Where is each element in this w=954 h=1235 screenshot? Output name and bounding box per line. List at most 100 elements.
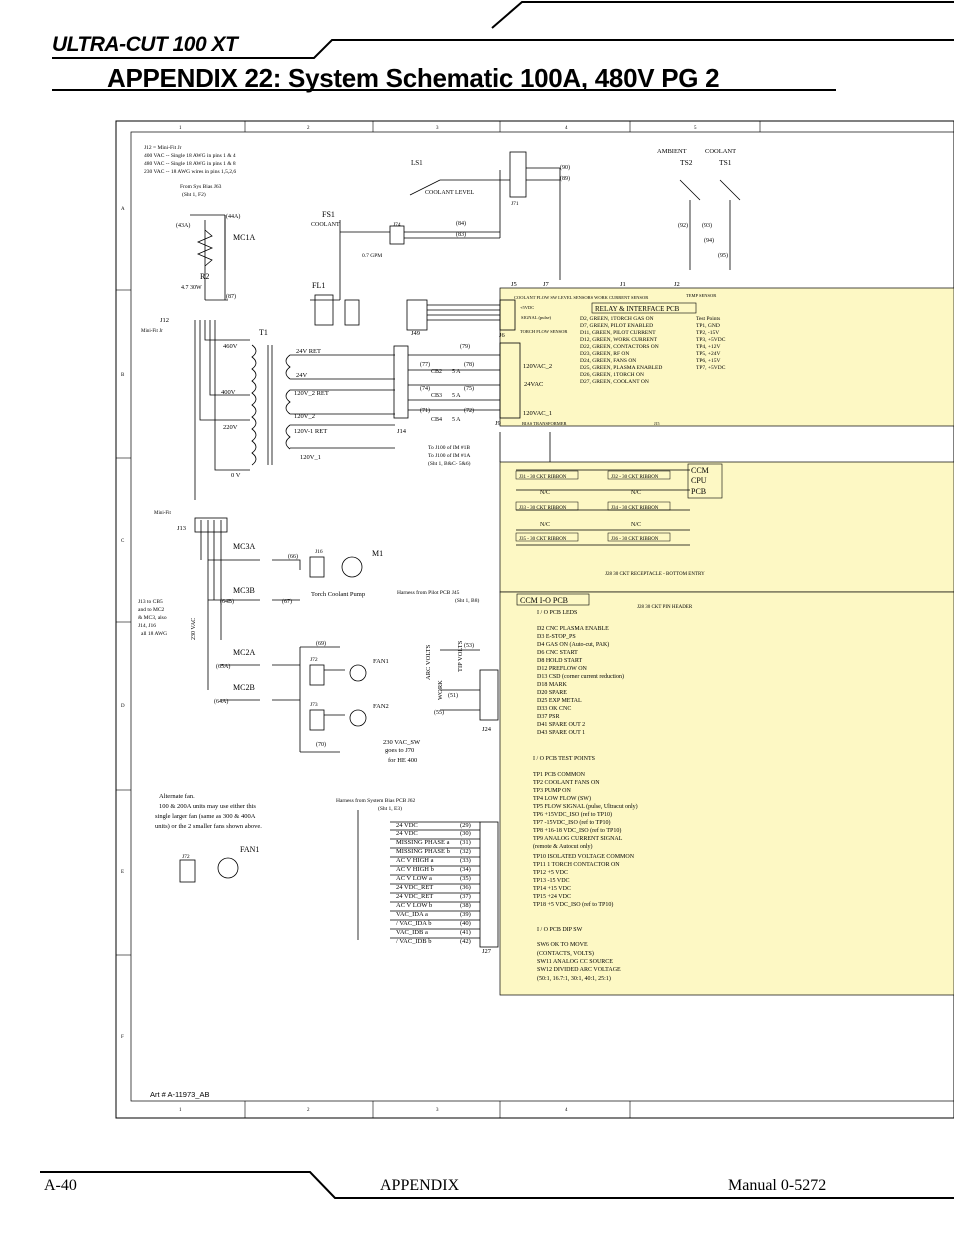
j62-signal: / VAC_IDB b	[396, 938, 432, 945]
relay-tp: TP3, +5VDC	[696, 337, 726, 343]
wire-87: (87)	[226, 293, 236, 300]
io-led: D25 EXP METAL	[537, 698, 582, 704]
grid-col-label: 1	[179, 1108, 182, 1113]
grid-col-label: 3	[436, 1108, 439, 1113]
j62-wire: (39)	[460, 911, 471, 918]
ccm-cpu-title: CCM	[691, 466, 709, 475]
io-tp: TP9 ANALOG CURRENT SIGNAL	[533, 836, 623, 842]
footer-section: APPENDIX	[380, 1177, 460, 1194]
ribbon-j35: J35 - 30 CKT RIBBON	[519, 537, 567, 542]
io-dip: SW11 ANALOG CC SOURCE	[537, 959, 613, 965]
wire-66: (66)	[288, 553, 298, 560]
vac2-label: 120VAC_2	[523, 363, 552, 370]
j9-connector	[499, 342, 521, 419]
relay-led: D27, GREEN, COOLANT ON	[580, 379, 649, 385]
note-j13: all 18 AWG	[141, 631, 167, 637]
temp-sensor-label: TEMP SENSOR	[686, 293, 716, 298]
ccm-io-pcb	[499, 591, 954, 996]
fan1-symbol	[349, 664, 367, 682]
cb4-rating: 5 A	[452, 417, 461, 423]
wire-83: (83)	[456, 231, 466, 238]
note-pilot-harness: Harness from Pilot PCB J45	[397, 589, 460, 596]
wire-93: (93)	[702, 222, 712, 229]
fan2-label: FAN2	[373, 703, 389, 710]
io-led: D20 SPARE	[537, 690, 567, 696]
j71-label: J71	[511, 201, 519, 207]
wire-44a: (44A)	[226, 213, 240, 220]
relay-tp: TP6, +15V	[696, 358, 721, 364]
note-vac-sw: goes to J70	[385, 747, 414, 754]
j62-signal: AC V LOW a	[396, 875, 432, 882]
ambient-label: AMBIENT	[657, 148, 687, 155]
cb2-rating: 5 A	[452, 369, 461, 375]
io-tp: TP2 COOLANT FANS ON	[533, 780, 600, 786]
ribbon-j31: J31 - 30 CKT RIBBON	[519, 475, 567, 480]
tap-220v: 220V	[223, 424, 238, 431]
relay-tp: TP4, +12V	[696, 344, 721, 350]
fl1-symbol	[314, 294, 334, 326]
note-j13: and to MC2	[138, 607, 165, 613]
io-led: D12 PREFLOW ON	[537, 666, 588, 672]
note-j13: & MC3, also	[138, 615, 167, 621]
io-led: D2 CNC PLASMA ENABLE	[537, 626, 609, 632]
j73-connector	[309, 709, 325, 731]
relay-pcb-title: RELAY & INTERFACE PCB	[595, 305, 680, 313]
wire-92: (92)	[678, 222, 688, 229]
wire-53: (53)	[464, 642, 474, 649]
j15-label: J15	[654, 421, 660, 426]
sec-24v: 24V	[296, 372, 308, 379]
wire-43a: (43A)	[176, 222, 190, 229]
wire-72: (72)	[464, 407, 474, 414]
io-led: D37 PSR	[537, 714, 560, 720]
io-led: D8 HOLD START	[537, 658, 582, 664]
j27-connector	[479, 821, 499, 948]
grid-row-label: B	[121, 373, 125, 378]
fan1-alt-label: FAN1	[240, 845, 259, 854]
ccm-cpu-title: PCB	[691, 487, 706, 496]
io-tp: (remote & Autocut only)	[533, 843, 593, 850]
j16-connector	[309, 556, 325, 578]
io-tp: TP13 -15 VDC	[533, 878, 570, 884]
wire-67: (67)	[282, 598, 292, 605]
io-tp: TP3 PUMP ON	[533, 788, 571, 794]
j62-wire: (42)	[460, 938, 471, 945]
cb2-label: CB2	[431, 369, 442, 375]
relay-tp: TP5, +24V	[696, 351, 721, 357]
grid-col-label: 4	[565, 126, 568, 131]
relay-top-labels: COOLANT FLOW SW LEVEL SENSORS WORK CURRE…	[514, 295, 648, 300]
j62-wire: (36)	[460, 884, 471, 891]
nc-label: N/C	[631, 490, 641, 496]
j49-label: J49	[411, 330, 420, 337]
ribbon-j34: J34 - 30 CKT RIBBON	[611, 506, 659, 511]
io-tp: TP11 1 TORCH CONTACTOR ON	[533, 862, 620, 868]
j74-connector	[389, 225, 405, 245]
j5-label: J5	[511, 281, 517, 288]
tap-0v: 0 V	[231, 472, 241, 479]
io-dip: SW6 OK TO MOVE	[537, 942, 588, 948]
drawing-inner-border	[130, 131, 954, 1102]
footer-page-number: A-40	[44, 1177, 77, 1194]
j28-header: J28 30 CKT PIN HEADER	[637, 605, 693, 610]
j24-connector	[479, 669, 499, 721]
wire-90: (90)	[560, 164, 570, 171]
relay-interface-pcb	[499, 287, 954, 427]
wire-84: (84)	[456, 220, 466, 227]
io-tp: TP15 +24 VDC	[533, 894, 571, 900]
grid-col-label: 2	[307, 1108, 310, 1113]
j13-label: J13	[177, 525, 186, 532]
io-dip: SW12 DIVIDED ARC VOLTAGE	[537, 967, 621, 973]
sec-24vret: 24V RET	[296, 348, 321, 355]
io-tp: TP8 +16-18 VDC_ISO (ref to TP10)	[533, 827, 621, 834]
j62-wire: (41)	[460, 929, 471, 936]
page-title: APPENDIX 22: System Schematic 100A, 480V…	[107, 63, 720, 93]
header-band	[52, 0, 954, 60]
note-bias-harness: (Sht 1, E3)	[378, 805, 402, 812]
sec-120v2ret: 120V_2 RET	[294, 390, 329, 397]
vac230-label: 230 VAC	[191, 618, 197, 640]
torch-flow-label: TORCH FLOW SENSOR	[520, 329, 567, 334]
j62-wire: (32)	[460, 848, 471, 855]
j27-label: J27	[482, 948, 492, 955]
j1-label: J1	[620, 281, 626, 288]
io-tp: TP4 LOW FLOW (SW)	[533, 795, 591, 802]
